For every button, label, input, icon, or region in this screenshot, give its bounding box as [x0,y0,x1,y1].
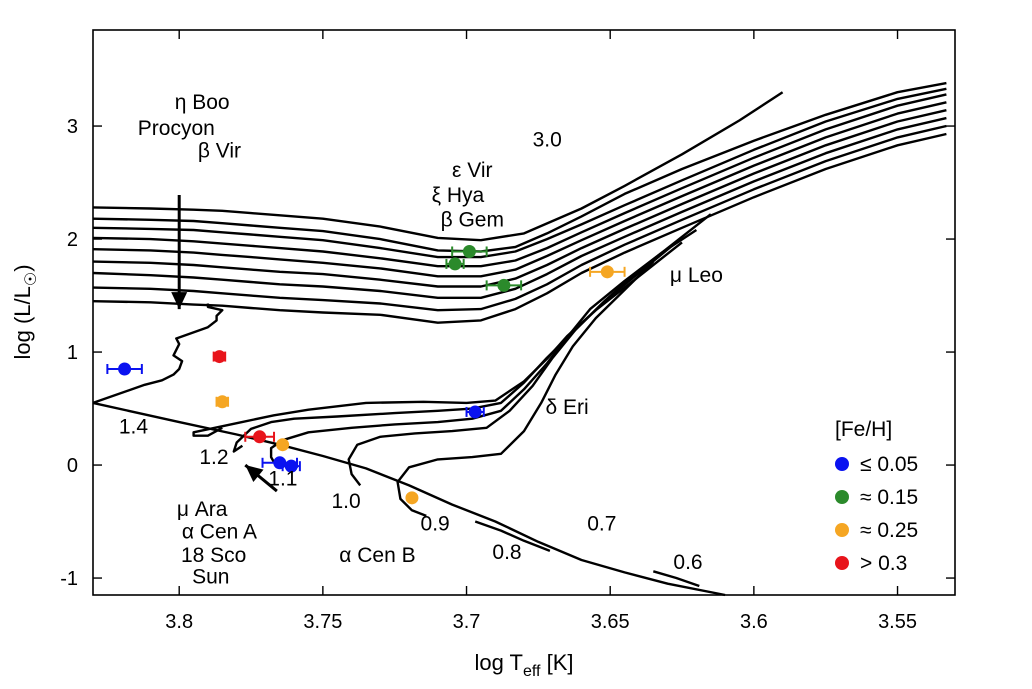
y-tick-label: -1 [60,568,78,590]
evolution-track [92,132,947,324]
x-tick-label: 3.6 [740,611,768,633]
mass-label: 0.6 [673,551,702,574]
evolution-track [92,93,947,268]
mass-label: 0.9 [421,513,450,536]
plot-frame [92,29,956,596]
annotation-arrows [171,194,278,493]
evolution-track [396,260,655,518]
evolution-track [652,570,700,588]
evolution-track [347,243,675,487]
arrow-head [245,465,264,483]
evolution-track [92,303,224,405]
legend-marker [835,523,849,537]
evolution-track [92,116,947,299]
y-tick-label: 1 [67,342,78,364]
legend-label: ≤ 0.05 [860,453,918,476]
star-label: α Cen B [339,544,415,567]
star-label: ε Vir [452,159,492,182]
star-label: η Boo [175,91,230,114]
evolution-track [92,401,726,597]
legend-label: ≈ 0.15 [860,486,918,509]
data-point [118,362,132,376]
evolution-track [92,124,947,312]
x-tick-label: 3.7 [453,611,481,633]
mass-label: 3.0 [533,128,562,151]
evolution-track [474,520,551,553]
data-points [106,244,626,505]
mass-label: 1.1 [268,467,297,490]
star-label: β Vir [198,140,241,163]
data-point [253,430,267,444]
mass-label: 0.7 [587,513,616,536]
data-point [284,459,298,473]
evolution-track [92,91,784,242]
legend-marker [835,490,849,504]
evolution-track [92,109,947,288]
mass-label: 1.0 [331,490,360,513]
mass-label: 1.2 [199,446,228,469]
data-point [215,395,229,409]
legend-title: [Fe/H] [835,418,892,441]
star-label: μ Ara [177,498,228,521]
annotations: 3.01.41.21.11.00.90.80.70.6η BooProcyonβ… [119,91,723,589]
x-axis-label: log Teff [K] [474,650,573,680]
star-label: Procyon [138,117,215,140]
legend-label: ≈ 0.25 [860,519,918,542]
star-label: δ Eri [545,396,588,419]
y-tick-label: 0 [67,455,78,477]
star-label: Sun [192,566,229,589]
star-label: 18 Sco [181,544,246,567]
star-label: β Gem [441,209,504,232]
x-tick-label: 3.8 [165,611,193,633]
x-tick-label: 3.65 [591,611,630,633]
data-point [276,438,290,452]
x-tick-label: 3.55 [878,611,917,633]
data-point [497,278,511,292]
data-point [600,265,614,279]
y-axis-label: log (L/L☉) [10,264,40,359]
data-point [405,491,419,505]
evolution-track [92,87,947,259]
legend-marker [835,556,849,570]
data-point [448,257,462,271]
y-tick-label: 2 [67,229,78,251]
star-label: ξ Hya [432,184,485,207]
arrow-head [171,292,188,310]
data-point [462,244,476,258]
y-tick-label: 3 [67,116,78,138]
star-label: μ Leo [670,264,723,287]
axes: 3.8 3.75 3.7 3.65 3.6 3.55 -1 0 1 2 3 log Teff [K] l… [10,30,955,680]
data-point [212,350,226,364]
legend: [Fe/H] ≤ 0.05 ≈ 0.15 ≈ 0.25 > 0.3 [835,418,918,575]
evolution-track [92,101,947,278]
mass-label: 0.8 [492,541,521,564]
mass-label: 1.4 [119,415,149,438]
legend-marker [835,457,849,471]
data-point [468,405,482,419]
x-tick-label: 3.75 [303,611,342,633]
star-label: α Cen A [182,521,257,544]
legend-label: > 0.3 [860,552,907,575]
